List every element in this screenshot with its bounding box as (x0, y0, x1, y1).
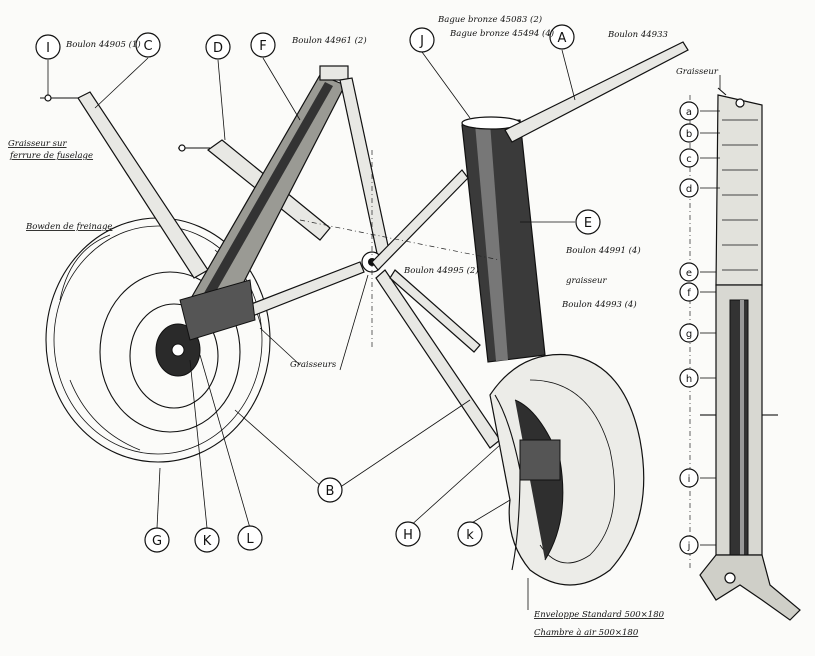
callout-F: F (250, 32, 276, 58)
label-enveloppe: Enveloppe Standard 500×180 (533, 610, 665, 620)
label-graisseur-mid: graisseur (566, 276, 608, 286)
shock-callout-c: c (679, 148, 699, 168)
leader-lines (47, 49, 721, 610)
svg-text:j: j (687, 541, 691, 552)
label-bowden: Bowden de freinage (25, 222, 112, 232)
callout-H: H (395, 521, 421, 547)
label-bague-45083: Bague bronze 45083 (2) (437, 14, 542, 25)
svg-text:c: c (686, 154, 692, 165)
svg-text:K: K (203, 534, 212, 549)
svg-text:b: b (686, 129, 692, 140)
svg-text:I: I (46, 41, 50, 56)
shock-callout-d: d (679, 178, 699, 198)
label-graisseurs: Graisseurs (290, 360, 337, 370)
label-boulon-44961: Boulon 44961 (2) (291, 35, 367, 46)
shock-callout-b: b (679, 123, 699, 143)
label-boulon-44991: Boulon 44991 (4) (565, 245, 641, 256)
svg-text:f: f (687, 288, 691, 299)
shock-callout-e: e (679, 262, 699, 282)
svg-text:B: B (326, 484, 335, 499)
svg-text:H: H (403, 528, 413, 543)
callout-G: G (144, 527, 170, 553)
label-graisseur-fuselage-2: ferrure de fuselage (9, 151, 93, 161)
callout-k: k (457, 521, 483, 547)
svg-text:G: G (152, 534, 162, 549)
callout-I: I (35, 34, 61, 60)
callout-A: A (549, 24, 575, 50)
svg-text:F: F (259, 39, 266, 54)
svg-text:A: A (558, 31, 567, 46)
callout-K: K (194, 527, 220, 553)
label-boulon-44905: Boulon 44905 (1) (65, 39, 141, 50)
label-graisseur-fuselage-1: Graisseur sur (8, 139, 67, 149)
label-boulon-44993: Boulon 44993 (4) (561, 299, 637, 310)
svg-text:g: g (686, 329, 692, 340)
shock-callout-i: i (679, 468, 699, 488)
svg-text:D: D (213, 41, 223, 56)
svg-text:E: E (584, 216, 592, 231)
callout-C: C (135, 32, 161, 58)
callout-E: E (575, 209, 601, 235)
shock-callout-a: a (679, 101, 699, 121)
svg-text:k: k (466, 528, 474, 543)
svg-text:L: L (246, 532, 254, 547)
shock-callout-g: g (679, 323, 699, 343)
callout-L: L (237, 525, 263, 551)
right-leg (371, 41, 689, 449)
svg-text:h: h (686, 374, 692, 385)
label-graisseur-top: Graisseur (676, 67, 719, 77)
svg-text:i: i (688, 474, 691, 485)
callout-D: D (205, 34, 231, 60)
shock-callout-h: h (679, 368, 699, 388)
svg-text:C: C (143, 39, 152, 54)
callout-J: J (409, 27, 435, 53)
callout-B: B (317, 477, 343, 503)
label-chambre: Chambre à air 500×180 (534, 627, 639, 638)
right-wheel (489, 353, 645, 586)
label-boulon-44933: Boulon 44933 (607, 30, 668, 40)
label-bague-45494: Bague bronze 45494 (4) (449, 28, 554, 39)
shock-callout-j: j (679, 535, 699, 555)
shock-callout-f: f (679, 282, 699, 302)
label-boulon-44995: Boulon 44995 (2) (403, 265, 479, 276)
svg-text:J: J (419, 34, 424, 49)
svg-text:a: a (686, 107, 692, 118)
left-struts (40, 65, 391, 341)
svg-text:e: e (686, 268, 692, 279)
svg-text:d: d (686, 184, 692, 195)
shock-absorber-section (699, 87, 801, 621)
